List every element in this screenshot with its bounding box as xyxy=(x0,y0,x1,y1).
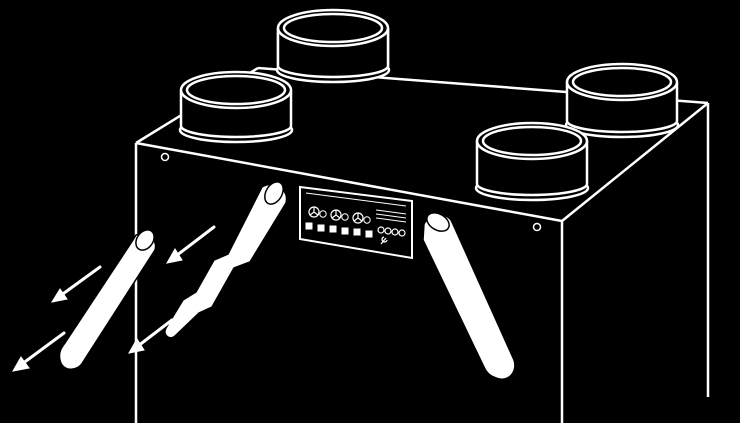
arrow-icon xyxy=(128,318,174,354)
arrow-icon xyxy=(166,225,216,264)
indicator-light xyxy=(391,228,399,236)
control-panel xyxy=(299,185,413,260)
cabinet-front-top-edge xyxy=(135,141,563,223)
control-buttons xyxy=(305,222,373,238)
speed-selector xyxy=(341,213,349,221)
indicator-light xyxy=(384,227,392,235)
filter-middle xyxy=(164,181,288,339)
control-button xyxy=(365,230,373,238)
spigots xyxy=(178,8,680,202)
fan-speed-selectors xyxy=(319,210,371,224)
control-button xyxy=(341,227,349,235)
mounting-holes xyxy=(160,152,542,232)
mounting-hole-left xyxy=(160,152,170,162)
fan-icon xyxy=(352,212,364,224)
spigot-left xyxy=(178,70,294,144)
arrow-icon xyxy=(50,265,102,303)
mounting-hole-right xyxy=(532,222,542,232)
wrench-icon xyxy=(380,236,388,245)
control-panel-legend-lines xyxy=(375,209,407,223)
indicator-light xyxy=(377,226,385,234)
speed-selector xyxy=(319,210,327,218)
direction-arrows xyxy=(12,225,216,372)
fan-icon xyxy=(308,206,320,218)
fan-icon xyxy=(330,209,342,221)
filters xyxy=(58,181,516,380)
control-button xyxy=(329,225,337,233)
filter-right xyxy=(422,212,516,380)
indicator-light xyxy=(398,229,406,237)
indicator-lights xyxy=(377,226,406,237)
arrow-icon xyxy=(12,331,66,372)
control-panel-header-line xyxy=(305,192,407,207)
spigot-back xyxy=(275,8,391,84)
control-button xyxy=(317,224,325,232)
spigot-right xyxy=(564,62,680,139)
spigot-front xyxy=(474,121,590,202)
cabinet-top-right-edge xyxy=(561,102,709,222)
speed-selector xyxy=(363,216,371,224)
fan-icons xyxy=(308,206,364,224)
control-button xyxy=(353,228,361,236)
control-button xyxy=(305,222,313,230)
filter-outer-left xyxy=(58,229,157,370)
